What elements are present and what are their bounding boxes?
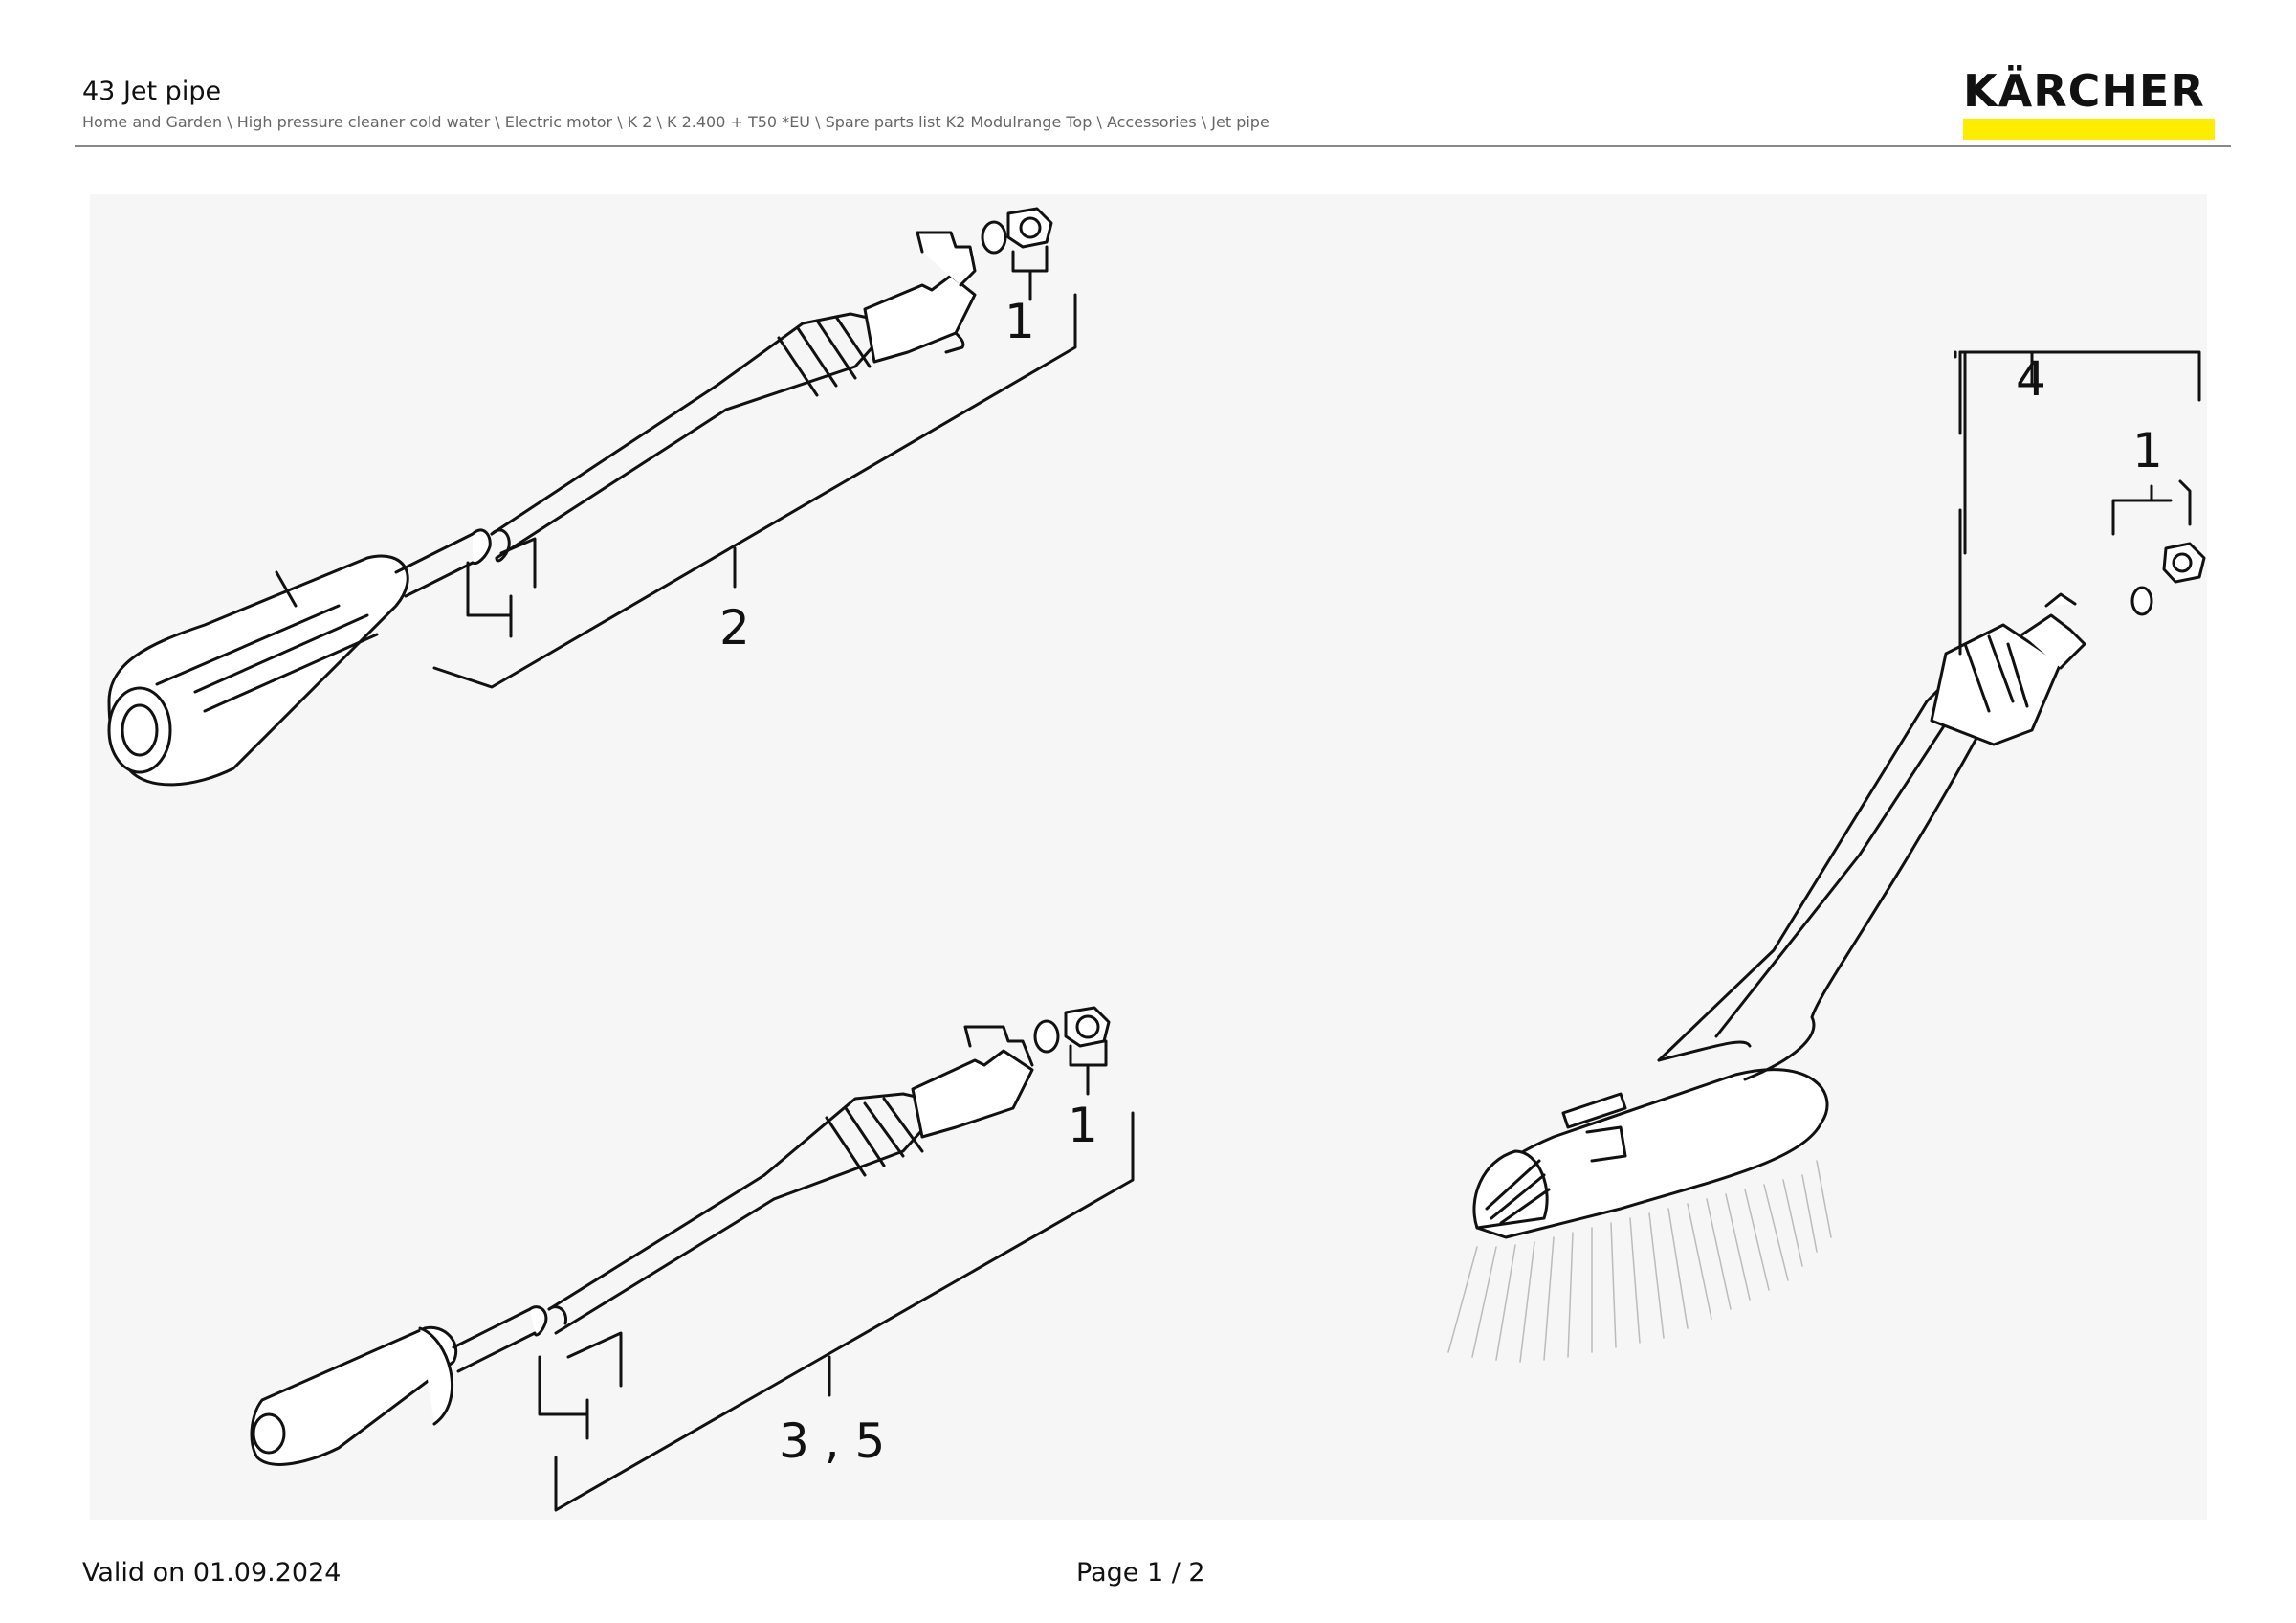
- karcher-logo: KÄRCHER: [1963, 67, 2215, 140]
- header-divider: [75, 145, 2231, 147]
- logo-text: KÄRCHER: [1963, 65, 2205, 117]
- top-lance-drawing: [107, 207, 1053, 787]
- callout-bottom-lance-nozzle: 1: [1068, 1098, 1098, 1153]
- page-number: Page 1 / 2: [1076, 1558, 1205, 1588]
- exploded-drawing: 1 2 1 3 , 5 4 1: [90, 194, 2207, 1520]
- callout-brush: 4: [2016, 351, 2046, 407]
- callout-bottom-lance: 3 , 5: [779, 1413, 885, 1469]
- breadcrumb: Home and Garden \ High pressure cleaner …: [82, 113, 1269, 131]
- page-title: 43 Jet pipe: [82, 77, 222, 106]
- valid-on-date: Valid on 01.09.2024: [82, 1558, 342, 1588]
- callout-brush-nozzle: 1: [2132, 423, 2163, 478]
- bottom-lance-drawing: [250, 1006, 1111, 1466]
- brush-drawing: [1472, 542, 2206, 1239]
- callout-top-lance-nozzle: 1: [1004, 294, 1035, 349]
- logo-yellow-bar: [1963, 119, 2215, 140]
- brush-bristles: [1447, 1160, 1832, 1363]
- exploded-drawing-svg: 1 2 1 3 , 5 4 1: [107, 207, 2206, 1512]
- callout-top-lance: 2: [719, 600, 750, 656]
